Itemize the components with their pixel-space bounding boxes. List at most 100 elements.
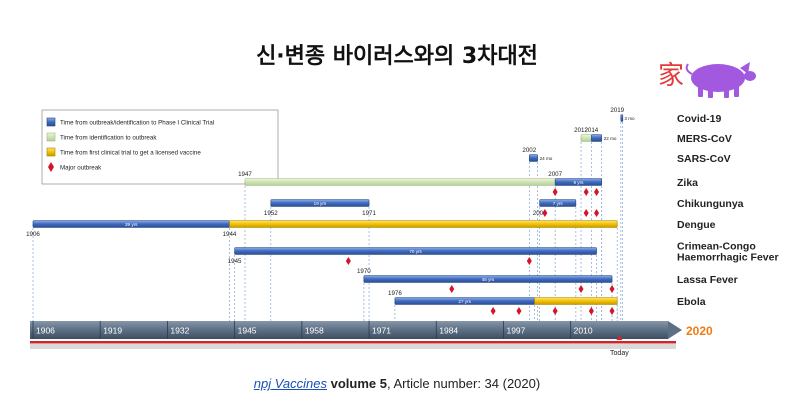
legend: Time from outbreak/identification to Pha…: [41, 109, 279, 185]
disease-label-zika: Zika: [677, 177, 698, 189]
time-axis: 1906 1919 1932 1945 1958 1971 1984 1997 2010 2020…: [30, 321, 713, 357]
bar-zika-phase1-1: [554, 178, 602, 186]
axis-tick-label-1958: 1958: [305, 326, 324, 336]
year-label-chikungunya-0: 1952: [264, 210, 278, 217]
bar-label-covid-19-0: 3 mo: [624, 116, 635, 121]
legend-frame: [41, 109, 279, 185]
pig-logo: 家: [658, 61, 756, 98]
year-label-mers-cov-1: 2012: [574, 127, 588, 134]
disease-label-ebola: Ebola: [677, 296, 706, 308]
outbreak-marker-chikungunya-2: [594, 209, 600, 217]
legend-label-outbreak: Major outbreak: [60, 165, 102, 172]
legend-swatch-phase1: [46, 117, 56, 127]
axis-tick-label-1971: 1971: [372, 326, 391, 336]
legend-marker-outbreak: [48, 162, 54, 172]
axis-tick-label-1919: 1919: [103, 326, 122, 336]
outbreak-marker-chikungunya-1: [583, 209, 589, 217]
citation-rest: , Article number: 34 (2020): [387, 376, 541, 391]
disease-label-sars-cov: SARS-CoV: [677, 153, 731, 165]
citation-volume: volume 5: [330, 376, 387, 391]
bar-label-lassa-fever-0: 48 yrs: [482, 277, 495, 282]
bar-label-zika-1: 9 yrs: [573, 180, 584, 185]
legend-label-ident: Time from identification to outbreak: [60, 135, 157, 142]
outbreak-marker-lassa-fever-2: [609, 285, 615, 293]
page-title: 신·변종 바이러스와의 3차대전: [256, 44, 538, 69]
disease-label-lassa-fever: Lassa Fever: [677, 274, 738, 286]
bar-chikungunya-phase1-0: [270, 199, 370, 207]
disease-label-chikungunya: Chikungunya: [677, 198, 744, 210]
bar-lassa-fever-phase1-0: [363, 275, 613, 283]
legend-label-licensed: Time from first clinical trial to get a …: [60, 150, 201, 157]
disease-label-crimean-congo-haemorrhagic-fever-line2: Haemorrhagic Fever: [677, 252, 779, 264]
outbreak-marker-zika-1: [583, 188, 589, 196]
axis-tick-label-1997: 1997: [506, 326, 525, 336]
axis-tick-label-1984: 1984: [439, 326, 458, 336]
outbreak-marker-ebola-1: [516, 307, 522, 315]
axis-bar: [30, 321, 668, 339]
bar-label-ebola-0: 27 yrs: [458, 299, 471, 304]
today-label: Today: [610, 350, 629, 357]
bar-label-dengue-0: 39 yrs: [125, 222, 138, 227]
outbreak-marker-zika-2: [594, 188, 600, 196]
legend-swatch-licensed: [46, 147, 56, 157]
axis-red-line: [30, 341, 676, 344]
bar-mers-cov-phase1-1: [591, 134, 602, 142]
axis-tick-label-1906: 1906: [36, 326, 55, 336]
bar-chikungunya-phase1-1: [539, 199, 577, 207]
year-label-ebola-0: 1976: [388, 290, 402, 297]
pig-icon: [685, 62, 756, 98]
axis-tick-label-2010: 2010: [574, 326, 593, 336]
logo-character: 家: [658, 61, 684, 91]
bar-crimean-congo-haemorrhagic-fever-phase1-0: [234, 247, 597, 255]
year-label-zika-0: 2007: [548, 171, 562, 178]
year-label-covid-19-0: 2019: [610, 107, 624, 114]
outbreak-marker-lassa-fever-0: [449, 285, 455, 293]
year-label-chikungunya-1: 1971: [362, 210, 376, 217]
disease-label-mers-cov: MERS-CoV: [677, 133, 732, 145]
year-label-zika-1: 1947: [238, 171, 252, 178]
year-label-chikungunya-2: 2004: [533, 210, 547, 217]
citation: npj Vaccines volume 5, Article number: 3…: [0, 376, 794, 391]
outbreak-marker-ebola-0: [490, 307, 496, 315]
bar-dengue-licensed-1: [229, 220, 618, 228]
bar-label-mers-cov-1: 22 mo: [604, 136, 617, 141]
today-marker: [616, 335, 623, 340]
legend-swatch-ident: [46, 132, 56, 142]
bar-zika-ident-0: [244, 178, 556, 186]
outbreak-marker-crimean-congo-haemorrhagic-fever-1: [526, 257, 532, 265]
bar-label-chikungunya-0: 19 yrs: [314, 201, 327, 206]
bar-ebola-licensed-1: [534, 297, 618, 305]
axis-arrow: [668, 321, 682, 339]
year-label-crimean-congo-haemorrhagic-fever-0: 1945: [228, 258, 242, 265]
axis-tick-label-1932: 1932: [170, 326, 189, 336]
citation-journal-link[interactable]: npj Vaccines: [253, 376, 328, 391]
disease-label-dengue: Dengue: [677, 219, 716, 231]
bar-mers-cov-ident-0: [580, 134, 592, 142]
outbreak-markers-layer: [345, 188, 615, 315]
outbreak-marker-ebola-3: [588, 307, 594, 315]
axis-end-label: 2020: [686, 324, 713, 338]
bar-sars-cov-phase1-0: [529, 154, 538, 162]
outbreak-marker-chikungunya-0: [542, 209, 548, 217]
outbreak-marker-zika-0: [552, 188, 558, 196]
bar-covid-19-phase1-0: [620, 114, 624, 122]
axis-shadow: [30, 344, 676, 349]
bar-label-sars-cov-0: 24 mo: [540, 156, 553, 161]
bar-label-crimean-congo-haemorrhagic-fever-0: 70 yrs: [409, 249, 422, 254]
outbreak-marker-crimean-congo-haemorrhagic-fever-0: [345, 257, 351, 265]
year-label-dengue-0: 1906: [26, 231, 40, 238]
bar-label-chikungunya-1: 7 yrs: [553, 201, 564, 206]
legend-label-phase1: Time from outbreak/identification to Pha…: [60, 120, 214, 127]
outbreak-marker-lassa-fever-1: [578, 285, 584, 293]
outbreak-marker-ebola-4: [609, 307, 615, 315]
disease-label-crimean-congo-haemorrhagic-fever: Crimean-Congo: [677, 241, 756, 253]
disease-labels: Covid-19MERS-CoVSARS-CoVZikaChikungunyaD…: [677, 113, 779, 308]
year-label-lassa-fever-0: 1970: [357, 268, 371, 275]
year-label-sars-cov-0: 2002: [522, 147, 536, 154]
outbreak-marker-ebola-2: [552, 307, 558, 315]
axis-tick-label-1945: 1945: [238, 326, 257, 336]
year-label-dengue-1: 1944: [223, 231, 237, 238]
year-label-mers-cov-0: 2014: [584, 127, 598, 134]
